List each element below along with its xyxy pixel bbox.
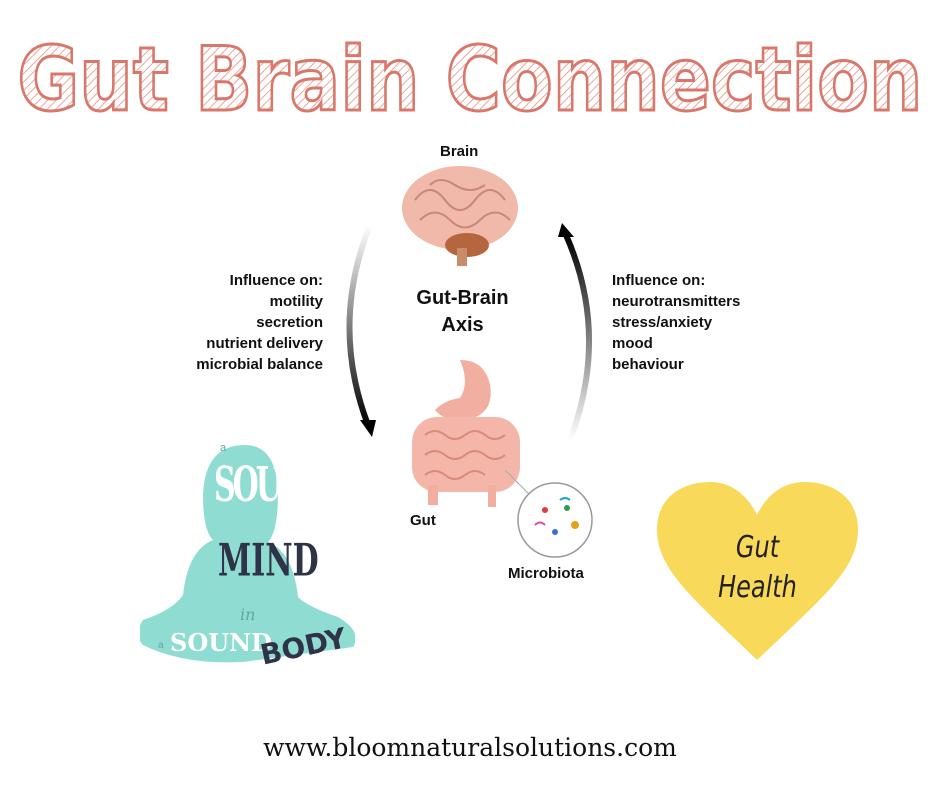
brain-image bbox=[402, 166, 518, 266]
sound-mind-sticker: a SOUND MIND in a SOUND BODY bbox=[140, 440, 355, 672]
right-influence-list: Influence on: neurotransmitters stress/a… bbox=[612, 270, 812, 375]
sticker-word-in: in bbox=[240, 605, 256, 624]
list-item: nutrient delivery bbox=[206, 335, 323, 352]
gut-label: Gut bbox=[410, 512, 436, 529]
sticker-word-sound: SOUND bbox=[214, 458, 329, 514]
page-title: Gut Brain Connection bbox=[16, 27, 924, 131]
list-item: stress/anxiety bbox=[612, 314, 713, 331]
list-item: behaviour bbox=[612, 356, 684, 373]
microbiota-icon bbox=[505, 470, 593, 558]
brain-label: Brain bbox=[440, 143, 479, 160]
list-item: secretion bbox=[256, 314, 323, 331]
heart-text: Gut Health bbox=[712, 528, 804, 608]
list-item: mood bbox=[612, 335, 653, 352]
axis-label-line1: Gut-Brain bbox=[416, 287, 509, 309]
axis-label-line2: Axis bbox=[441, 314, 484, 336]
sticker-word-sound2: SOUND bbox=[170, 628, 272, 657]
gut-image bbox=[412, 360, 520, 507]
sticker-word-mind: MIND bbox=[218, 535, 319, 588]
heart-text-line1: Gut bbox=[735, 530, 780, 565]
left-influence-heading: Influence on: bbox=[229, 272, 323, 289]
right-influence-heading: Influence on: bbox=[612, 272, 706, 289]
list-item: microbial balance bbox=[196, 356, 323, 373]
sticker-word-a2: a bbox=[158, 640, 164, 651]
gut-brain-axis-label: Gut-Brain Axis bbox=[390, 285, 535, 339]
axis-arrows bbox=[346, 223, 593, 442]
list-item: motility bbox=[269, 293, 323, 310]
microbiota-label: Microbiota bbox=[508, 565, 584, 582]
heart-shape bbox=[657, 482, 858, 660]
website-link[interactable]: www.bloomnaturalsolutions.com bbox=[263, 733, 677, 762]
svg-text:Gut Brain Connection: Gut Brain Connection bbox=[18, 28, 923, 130]
heart-text-line2: Health bbox=[718, 570, 797, 605]
list-item: neurotransmitters bbox=[612, 293, 741, 310]
meditating-figure-shape bbox=[140, 445, 355, 663]
left-influence-list: Influence on: motility secretion nutrien… bbox=[120, 270, 323, 375]
sticker-word-a: a bbox=[220, 442, 227, 454]
down-arrow bbox=[346, 223, 373, 427]
up-arrow bbox=[563, 233, 593, 442]
